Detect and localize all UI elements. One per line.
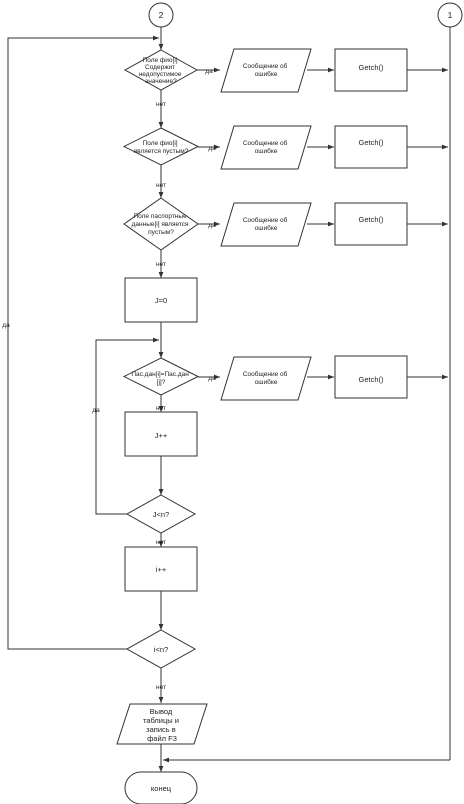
yes-label-1: да: [205, 68, 213, 75]
output-error-3: [220, 202, 312, 247]
output-error-1-label: Сообщение об ошибке: [243, 62, 289, 78]
terminator-end: [124, 771, 198, 804]
no-label-2: нет: [156, 182, 166, 189]
decision-fio-invalid: [123, 49, 199, 91]
output-error-3-label: Сообщение об ошибке: [243, 216, 289, 232]
decision-fio-invalid-label: Поле фио[i] Содержит недопустимое значен…: [139, 57, 184, 85]
no-label-1: нет: [156, 101, 166, 108]
process-getch-3: [334, 202, 408, 246]
process-getch-4-label: Getch(): [358, 375, 384, 384]
process-getch-2-label: Getch(): [358, 138, 384, 147]
no-label-4: нет: [156, 405, 166, 412]
no-label-3: нет: [156, 261, 166, 268]
process-getch-3-label: Getch(): [358, 215, 384, 224]
output-error-2: [220, 125, 312, 170]
connector-1: 1: [437, 2, 463, 28]
process-getch-1-label: Getch(): [358, 63, 384, 72]
connector-2: 2: [148, 2, 174, 28]
process-j-init-label: J=0: [155, 296, 167, 305]
output-table-write: [116, 703, 208, 745]
process-j-increment-label: J++: [155, 431, 168, 440]
loop-i-back-arrow: [7, 35, 159, 650]
connector-1-label: 1: [448, 10, 453, 20]
process-i-increment: [124, 546, 198, 592]
terminator-end-label: конец: [151, 784, 172, 793]
decision-j-less-n: [125, 494, 197, 534]
yes-label-2: да: [208, 145, 216, 152]
yes-label-4: да: [208, 375, 216, 382]
decision-fio-empty-label: Поле фио[i] является пустым?: [134, 140, 189, 155]
process-getch-2: [334, 125, 408, 169]
process-j-increment: [124, 411, 198, 457]
decision-j-less-n-label: J<n?: [153, 510, 169, 519]
output-error-1: [220, 48, 312, 93]
process-j-init: [124, 277, 198, 323]
decision-passport-equal: [122, 357, 200, 396]
no-label-6: нет: [156, 684, 166, 691]
decision-i-less-n-label: i<n?: [154, 645, 168, 654]
yes-label-5: да: [92, 407, 100, 414]
connector-2-label: 2: [159, 10, 164, 20]
decision-i-less-n: [125, 629, 197, 669]
no-label-5: нет: [156, 539, 166, 546]
process-getch-4: [334, 355, 408, 399]
decision-passport-empty-label: Поле паспортные данные[i] является пусты…: [132, 213, 191, 236]
decision-fio-empty: [122, 127, 200, 166]
output-error-4-label: Сообщение об ошибке: [243, 370, 289, 386]
output-error-4: [220, 356, 312, 401]
output-error-2-label: Сообщение об ошибке: [243, 139, 289, 155]
yes-label-3: да: [208, 222, 216, 229]
output-table-write-label: Вывод таблицы и запись в файл F3: [143, 707, 181, 743]
loop-j-back-arrow: [95, 337, 159, 515]
decision-passport-empty: [123, 197, 199, 251]
decision-passport-equal-label: Пас.дан[i]=Пас.дан [j]?: [131, 371, 190, 386]
process-i-increment-label: i++: [156, 565, 167, 574]
yes-label-6: да: [2, 322, 10, 329]
